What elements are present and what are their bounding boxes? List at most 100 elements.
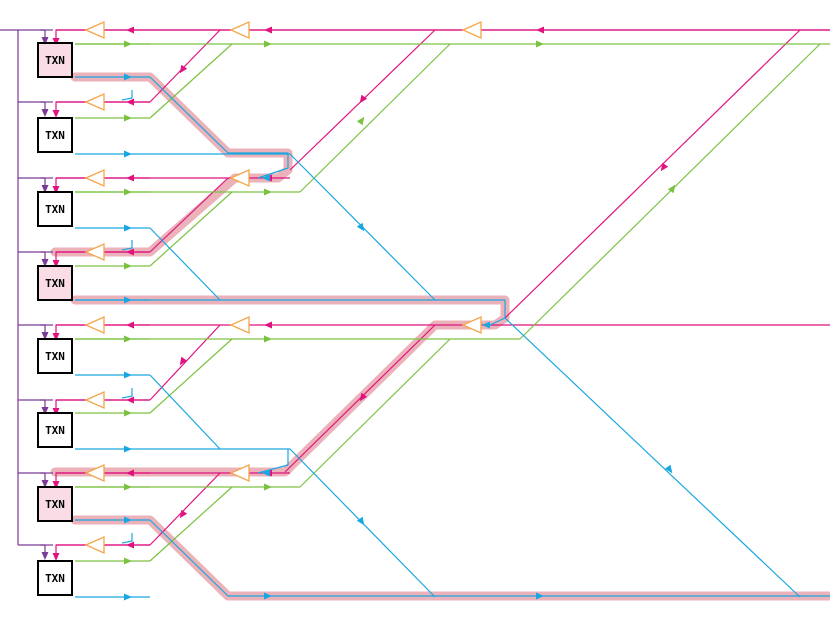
control-branch xyxy=(18,251,46,263)
cyan-route xyxy=(150,448,436,598)
amplifier-icon xyxy=(461,20,482,40)
arrowhead xyxy=(124,516,132,524)
arrowhead xyxy=(356,116,365,126)
amplifier-icon xyxy=(229,168,250,188)
arrowhead xyxy=(264,26,272,34)
node-label: TXN xyxy=(45,350,65,363)
amplifier-icon xyxy=(461,315,482,335)
arrowhead xyxy=(124,114,132,122)
arrowhead xyxy=(41,37,49,45)
cyan-route xyxy=(504,317,801,598)
amplifier-icon xyxy=(229,20,250,40)
txn-node: TXN xyxy=(37,117,73,153)
arrowhead xyxy=(179,356,188,366)
arrowhead xyxy=(536,592,544,600)
arrowhead xyxy=(264,483,272,491)
txn-node: TXN xyxy=(37,560,73,596)
green-diagonal xyxy=(149,191,233,267)
txn-node: TXN xyxy=(37,412,73,448)
amplifier-icon xyxy=(229,463,250,483)
arrowhead xyxy=(264,321,272,329)
txn-node: TXN xyxy=(37,42,73,78)
node-label: TXN xyxy=(45,572,65,585)
arrowhead xyxy=(262,174,270,182)
amplifier-icon xyxy=(84,535,105,555)
txn-node: TXN xyxy=(37,486,73,522)
arrowhead xyxy=(359,392,368,402)
txn-nodes: TXN TXN TXN TXN TXN TXN TXN TXN xyxy=(37,42,73,596)
arrowhead xyxy=(41,480,49,488)
txn-node: TXN xyxy=(37,338,73,374)
amplifier-icon xyxy=(84,315,105,335)
arrowhead xyxy=(264,592,272,600)
arrowhead xyxy=(667,184,676,194)
node-label: TXN xyxy=(45,424,65,437)
arrowhead xyxy=(536,40,544,48)
cyan-route xyxy=(149,374,221,450)
arrowhead xyxy=(356,516,365,526)
magenta-diagonal xyxy=(149,177,229,253)
txn-node: TXN xyxy=(37,191,73,227)
arrowhead xyxy=(41,332,49,340)
arrowhead xyxy=(124,409,132,417)
amplifier-icon xyxy=(84,92,105,112)
arrowhead xyxy=(264,40,272,48)
signal-lines xyxy=(0,26,830,601)
cyan-route xyxy=(257,449,289,474)
magenta-diagonal xyxy=(149,29,221,103)
arrowhead xyxy=(52,110,60,118)
arrowhead xyxy=(536,26,544,34)
cyan-route xyxy=(149,76,289,179)
control-branch xyxy=(18,177,46,189)
amplifier-icon xyxy=(84,20,105,40)
cyan-drop xyxy=(121,388,133,399)
arrowhead xyxy=(124,593,132,601)
green-diagonal xyxy=(299,43,451,193)
magenta-diagonal xyxy=(149,324,221,401)
node-label: TXN xyxy=(45,498,65,511)
green-diagonal xyxy=(149,486,233,562)
amplifier-icon xyxy=(84,242,105,262)
amplifier-icon xyxy=(84,463,105,483)
txn-node: TXN xyxy=(37,265,73,301)
control-branch xyxy=(18,29,46,41)
arrowhead xyxy=(264,335,272,343)
arrowhead xyxy=(356,222,365,232)
arrowhead xyxy=(124,557,132,565)
arrowhead xyxy=(41,407,49,415)
magenta-diagonal xyxy=(284,324,436,473)
control-branch xyxy=(18,324,46,336)
cyan-route xyxy=(149,227,221,301)
arrowhead xyxy=(124,262,132,270)
amplifier-icon xyxy=(84,168,105,188)
arrowhead xyxy=(124,445,132,453)
green-diagonal xyxy=(519,43,821,340)
arrowhead xyxy=(179,64,188,74)
node-label: TXN xyxy=(45,54,65,67)
arrowhead xyxy=(179,509,188,519)
arrowhead xyxy=(52,481,60,489)
magenta-diagonal xyxy=(149,472,221,546)
arrowhead xyxy=(124,73,132,81)
arrowhead xyxy=(124,371,132,379)
magenta-diagonal xyxy=(504,29,801,319)
arrowhead xyxy=(52,260,60,268)
arrowhead xyxy=(262,469,270,477)
amplifier-icons xyxy=(84,20,482,555)
cyan-route xyxy=(150,153,436,301)
arrowhead xyxy=(41,259,49,267)
amplifier-icon xyxy=(84,390,105,410)
arrowhead xyxy=(264,188,272,196)
arrowhead xyxy=(41,552,49,560)
control-branch xyxy=(18,472,46,484)
arrowhead xyxy=(41,109,49,117)
control-branch xyxy=(18,399,46,411)
cyan-drop xyxy=(121,533,133,544)
arrowhead xyxy=(52,186,60,194)
arrowhead xyxy=(124,150,132,158)
amplifier-icon xyxy=(229,315,250,335)
control-bus xyxy=(0,29,19,545)
magenta-line xyxy=(55,29,830,42)
cyan-route xyxy=(149,519,830,597)
